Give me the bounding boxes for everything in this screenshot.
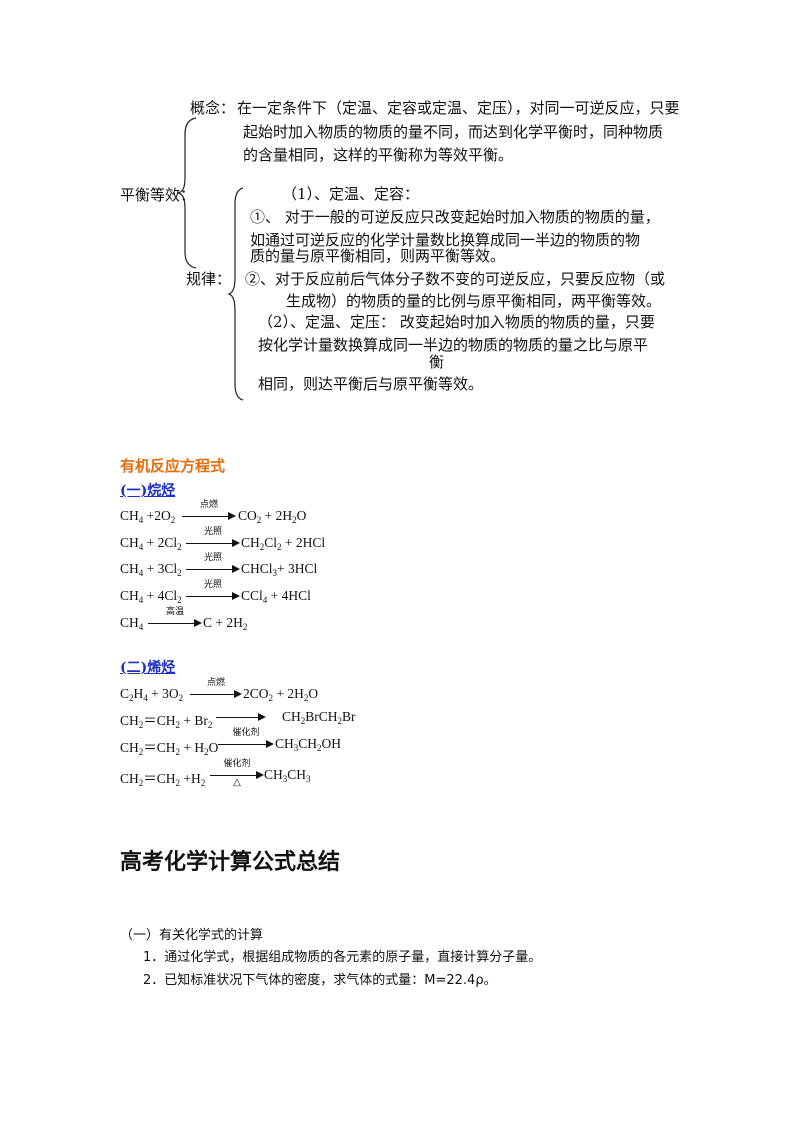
calc-item-1: 1．通过化学式，根据组成物质的各元素的原子量，直接计算分子量。 — [143, 950, 542, 965]
reaction-arrow: 光照 — [186, 527, 240, 549]
concept-line-1: 在一定条件下（定温、定容或定温、定压），对同一可逆反应，只要 — [237, 99, 680, 117]
reaction-arrow: 催化剂 — [218, 728, 274, 750]
rule-line-3: 如通过可逆反应的化学计量数比换算成同一半边的物质的物 — [250, 231, 641, 249]
reaction-arrow: 光照 — [186, 580, 240, 602]
balance-title: 平衡等效： — [120, 186, 196, 204]
rule-line-5: ②、对于反应前后气体分子数不变的可逆反应，只要反应物（或 — [245, 270, 666, 288]
equation-ethylene-hydration: CH2＝CH2 + H2O 催化剂 CH3CH2OH — [120, 728, 342, 757]
rule-line-4: 质的量与原平衡相同，则两平衡等效。 — [250, 247, 506, 265]
reaction-arrow: 光照 — [186, 553, 240, 575]
concept-line-3: 的含量相同，这样的平衡称为等效平衡。 — [243, 146, 514, 164]
concept-line-2: 起始时加入物质的物质的量不同，而达到化学平衡时，同种物质 — [243, 123, 664, 141]
equation-methane-chlorination-1: CH4 + 2Cl2 光照 CH2Cl2 + 2HCl — [120, 527, 326, 552]
rule-label: 规律： — [186, 270, 232, 288]
alkene-heading[interactable]: (二)烯烃 — [120, 660, 176, 676]
rule-line-9: 衡 — [429, 353, 445, 371]
equation-methane-decomposition: CH4 高温 C + 2H2 — [120, 607, 248, 632]
reaction-arrow — [216, 711, 266, 723]
calc-item-2: 2．已知标准状况下气体的密度，求气体的式量：M=22.4ρ。 — [143, 973, 497, 988]
organic-title: 有机反应方程式 — [120, 457, 226, 475]
equation-ethylene-bromination: CH2＝CH2 + Br2 CH2BrCH2Br — [120, 709, 356, 730]
equation-ethylene-hydrogenation: CH2＝CH2 +H2 催化剂 △ CH3CH3 — [120, 759, 311, 788]
concept-label: 概念： — [190, 99, 236, 117]
rule-line-7: （2）、定温、定压： 改变起始时加入物质的物质的量，只要 — [258, 313, 655, 331]
outer-brace — [177, 117, 197, 269]
calc-title: 高考化学计算公式总结 — [120, 850, 341, 875]
equation-methane-combustion: CH4 +2O2 点燃 CO2 + 2H2O — [120, 500, 307, 525]
reaction-arrow: 催化剂 △ — [210, 759, 264, 788]
rule-line-1: （1）、定温、定容： — [282, 185, 420, 203]
equation-methane-chlorination-2: CH4 + 3Cl2 光照 CHCl3+ 3HCl — [120, 553, 318, 578]
equation-methane-chlorination-3: CH4 + 4Cl2 光照 CCl4 + 4HCl — [120, 580, 311, 605]
rule-line-10: 相同，则达平衡后与原平衡等效。 — [258, 375, 484, 393]
calc-section-1: （一）有关化学式的计算 — [120, 928, 264, 943]
equation-ethylene-combustion: C2H4 + 3O2 点燃 2CO2 + 2H2O — [120, 678, 319, 703]
rule-line-8: 按化学计量数换算成同一半边的物质的物质的量之比与原平 — [258, 336, 649, 354]
rule-brace — [227, 187, 244, 401]
rule-line-2: ①、 对于一般的可逆反应只改变起始时加入物质的物质的量， — [250, 208, 660, 226]
rule-line-6: 生成物）的物质的量的比例与原平衡相同，两平衡等效。 — [286, 292, 662, 310]
reaction-arrow: 高温 — [148, 607, 202, 629]
reaction-arrow: 点燃 — [190, 678, 242, 700]
alkane-heading[interactable]: (一)烷烃 — [120, 483, 176, 499]
reaction-arrow: 点燃 — [182, 500, 236, 522]
